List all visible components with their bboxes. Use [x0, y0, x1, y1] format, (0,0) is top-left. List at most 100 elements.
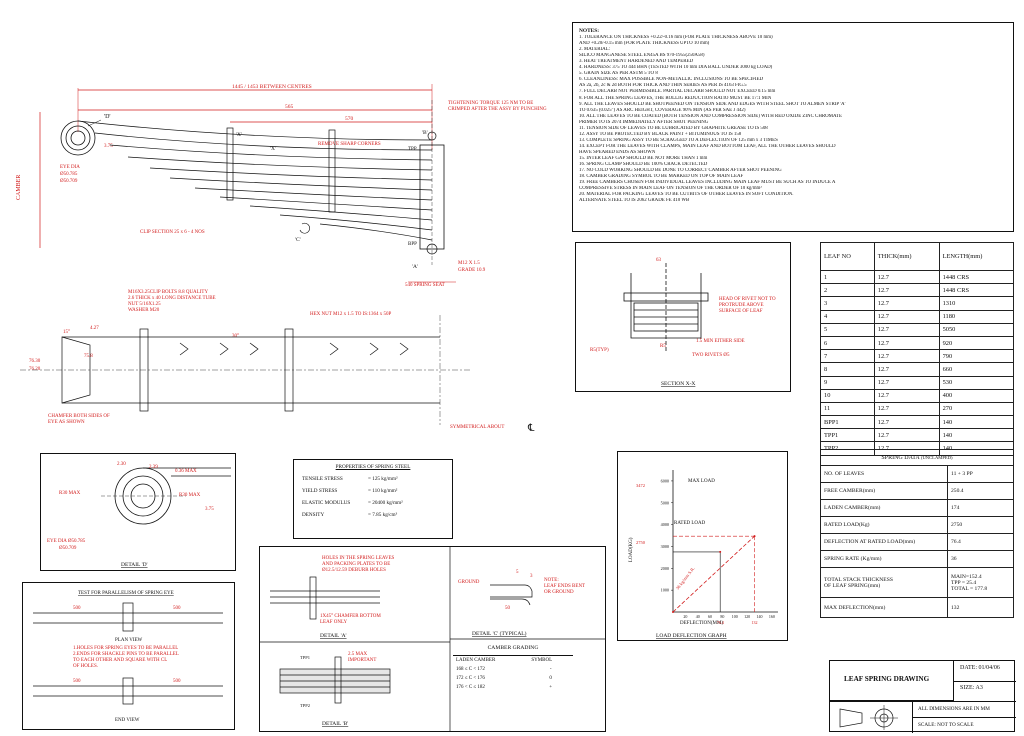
tightening-note-1: TIGHTENING TORQUE 125 NM TO BE	[448, 101, 533, 106]
x-tick-label: 80	[720, 614, 724, 619]
camber-label: CAMBER	[16, 175, 22, 200]
plan-view-label: PLAN VIEW	[115, 638, 143, 643]
dim-3-75: 3.75	[104, 144, 113, 149]
rated-load-label: RATED LOAD	[674, 521, 706, 526]
property-value: = 125 kg/mm²	[368, 476, 398, 482]
x-tick-label: 100	[732, 614, 738, 619]
table-cell: 1	[820, 269, 875, 285]
notes-title: NOTES:	[579, 28, 600, 34]
table-cell: 12.7	[873, 335, 940, 351]
table-cell: 0	[549, 676, 552, 681]
note-line: 2. MATERIAL:	[579, 47, 610, 53]
detail-c-ground: GROUND	[458, 580, 480, 585]
table-cell: 1448 CRS	[938, 269, 1015, 285]
detail-c-title: DETAIL 'C' (TYPICAL)	[472, 630, 527, 637]
table-cell: 168 ≤ C < 172	[456, 667, 485, 672]
table-cell: 12.7	[873, 349, 940, 364]
rivet-head-note-3: SURFACE OF LEAF	[719, 309, 763, 314]
section-xx-title: SECTION X-X	[661, 381, 695, 387]
table-cell: 132	[947, 597, 1014, 618]
x-mark-label: 76.4	[717, 620, 724, 625]
plan-view: M16X3.25CLIP BOLTS 8.8 QUALITY 2.6 THICK…	[20, 290, 535, 434]
table-cell: 12.7	[873, 269, 940, 285]
r5-typ-note: R5(TYP)	[590, 348, 609, 353]
table-cell: 2750	[947, 516, 1014, 534]
graph-title: LOAD DEFLECTION GRAPH	[656, 633, 727, 639]
stack-label-1: TOTAL STACK THICKNESS	[824, 576, 893, 583]
detail-a-holes-3: Ø12.5/12.59 DEBURR HOLES	[322, 568, 386, 573]
y-tick-label: 2000	[661, 566, 669, 571]
table-cell: SPRING RATE (Kg/mm)	[820, 550, 948, 568]
rated-load-value: 2750	[636, 540, 646, 545]
centreline-symbol: ℄	[527, 423, 535, 434]
leaf-table-header: LEAF NO THICK(mm) LENGTH(mm)	[820, 242, 1015, 271]
y-tick-label: 3000	[661, 544, 669, 549]
load-deflection-panel: LOAD(KG) DEFLECTION(MM) LOAD DEFLECTION …	[617, 451, 788, 641]
chamfer-note-1: CHAMFER BOTH SIDES OF	[48, 414, 110, 419]
drawing-title: LEAF SPRING DRAWING	[844, 675, 930, 683]
table-row: MAX DEFLECTION(mm)132	[820, 597, 1014, 618]
note-line: 4. HARDNESS: 375 TO 444 BHN (TESTED WITH…	[579, 65, 773, 71]
rivet-head-note-1: HEAD OF RIVET NOT TO	[719, 297, 776, 302]
par-dim-500-b: 500	[173, 606, 181, 611]
col-leaf-no: LEAF NO	[820, 242, 875, 271]
table-cell: 12.7	[873, 375, 940, 390]
property-value: = 7.85 kg/cm³	[368, 512, 398, 518]
table-row: LADEN CAMBER(mm)174	[820, 499, 1014, 517]
table-cell: 12.7	[873, 309, 940, 324]
two-rivets-note: TWO RIVETS Ø5	[692, 353, 730, 358]
table-cell: 270	[938, 401, 1015, 417]
table-cell: TPP1	[820, 428, 875, 443]
table-cell: 176 < C ≤ 182	[456, 685, 485, 690]
note-line: 8. FOR ALL THE SPRING LEAVES, THE ROLLIG…	[579, 95, 772, 101]
detail-d-r30max-left: R30 MAX	[59, 491, 81, 496]
table-row: RATED LOAD(Kg)2750	[820, 516, 1014, 534]
detail-b-note-2: IMPORTANT	[348, 658, 376, 663]
property-row: TENSILE STRESS= 125 kg/mm²	[302, 476, 444, 482]
par-dim-500-a: 500	[73, 606, 81, 611]
eye-dia-min: Ø50.709	[60, 179, 78, 184]
y-tick-label: 4000	[661, 522, 669, 527]
table-row: DEFLECTION AT RATED LOAD(mm)76.4	[820, 533, 1014, 551]
table-cell: 12.7	[873, 401, 940, 417]
y-tick-label: 6000	[661, 478, 669, 483]
load-line	[672, 535, 755, 613]
parallelism-drawing: TEST FOR PARALLELISM OF SPRING EYE 500 5…	[33, 591, 223, 723]
table-cell: 5050	[938, 322, 1015, 337]
note-line: 18. CAMBER GRADING SYMBOL TO BE MARKED O…	[579, 174, 744, 180]
dim-76-30: 76.30	[29, 359, 41, 364]
scale-note: SCALE: NOT TO SCALE	[918, 722, 974, 728]
table-cell: 12.7	[873, 362, 940, 377]
detail-d-drawing: R30 MAX R30 MAX 0.36 MAX 2.30 2.39 3.75 …	[47, 462, 231, 568]
note-line: 19. FREE CAMBERS CHOSEN FOR INDIVIDUAL L…	[579, 180, 836, 186]
table-cell: 174	[947, 499, 1014, 517]
properties-panel: PROPERTIES OF SPRING STEEL TENSILE STRES…	[293, 459, 453, 539]
note-line: 7. FULL DECARB NOT PERMISSIBLE. PARTIAL …	[579, 89, 776, 95]
col-thick: THICK(mm)	[873, 242, 940, 271]
property-value: = 110 kg/mm²	[368, 488, 398, 494]
par-note-4: OF HOLES.	[73, 664, 98, 669]
table-cell: 12.7	[873, 283, 940, 298]
table-cell: 140	[938, 415, 1015, 430]
note-line: AS 2a, 2b, 2c & 2d BOTH FOR THICK AND TH…	[579, 83, 747, 89]
table-cell: 3	[820, 296, 875, 311]
property-row: YIELD STRESS= 110 kg/mm²	[302, 488, 444, 494]
table-row: SPRING RATE (Kg/mm)36	[820, 550, 1014, 568]
camber-grading-title: CAMBER GRADING	[453, 641, 573, 656]
detail-d-r30max-right: R30 MAX	[179, 493, 201, 498]
table-cell: 11	[820, 401, 875, 417]
table-cell: 6	[820, 335, 875, 351]
stack-tpp: TPP = 25.4	[951, 579, 977, 586]
remove-sharp-corners-note: REMOVE SHARP CORNERS	[318, 142, 381, 147]
table-cell: NO. OF LEAVES	[820, 465, 948, 483]
property-name: ELASTIC MODULUS	[302, 500, 351, 506]
graph-xlabel: DEFLECTION(MM)	[680, 621, 723, 626]
section-xx-drawing: 63 HEAD OF RIVET NOT TO PROTRUDE ABOVE S…	[590, 258, 776, 387]
